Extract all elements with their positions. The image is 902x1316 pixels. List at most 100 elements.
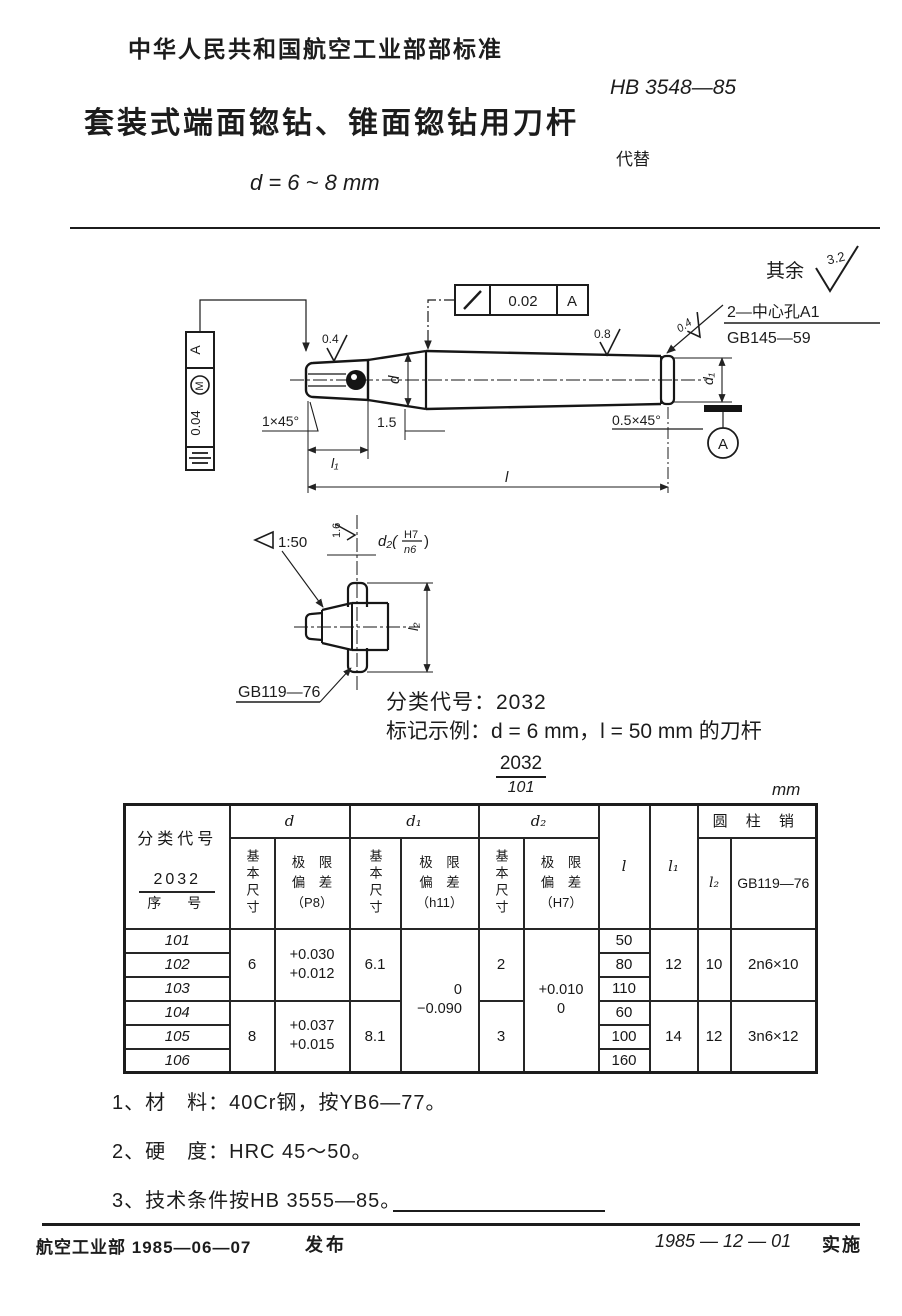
- roughness-marks: 0.4 0.8 0.4: [322, 312, 701, 363]
- header-d2-basic: 基本尺寸: [477, 836, 525, 930]
- d2-fit-suffix: ): [424, 533, 429, 550]
- cell-l1: 12: [648, 927, 699, 1002]
- cell-serial: 101: [123, 927, 231, 954]
- cell-serial: 104: [123, 999, 231, 1026]
- d2-fit-prefix: d₂(: [378, 533, 399, 550]
- cell-l2: 12: [696, 999, 732, 1074]
- class-code-line: 分类代号：2032: [386, 691, 547, 714]
- cell-d: 8: [228, 999, 276, 1074]
- cell-d-dev: +0.037 +0.015: [273, 999, 351, 1074]
- footer-rule: [42, 1223, 860, 1226]
- marking-designation: 2032 101: [492, 753, 550, 797]
- sym-tol-datum: A: [187, 345, 203, 355]
- cell-d2: 2: [477, 927, 525, 1002]
- unit-label: mm: [772, 780, 801, 799]
- header-l2: l₂: [696, 836, 732, 930]
- marking-example-line: 标记示例：d = 6 mm，l = 50 mm 的刀杆: [386, 720, 762, 743]
- m-modifier: M: [194, 381, 206, 390]
- dim-l-label: l: [505, 469, 509, 486]
- cell-l: 110: [597, 975, 651, 1002]
- chamfer-right-label: 0.5×45°: [612, 412, 661, 428]
- replaces-label: 代替: [616, 150, 650, 169]
- taper-value: 1:50: [278, 534, 307, 551]
- header-l: l: [597, 803, 651, 930]
- pin-standard-label: GB119—76: [238, 684, 321, 701]
- table-row: 102 80: [123, 951, 817, 978]
- dim-d-label: d: [386, 375, 403, 384]
- header-pin-std: GB119—76: [729, 836, 818, 930]
- detail-annotations: 1:50 1.6 d₂( H7 n6 ) l₂ GB119—76: [236, 523, 433, 703]
- header-d1-limit: 极 限 偏 差 （h11）: [399, 836, 480, 930]
- header-rule: [70, 227, 880, 229]
- header-d1: d₁: [348, 803, 480, 839]
- taper-icon: [253, 530, 274, 550]
- header-d-limit: 极 限 偏 差 （P8）: [273, 836, 351, 930]
- cell-pin: 2n6×10: [729, 927, 818, 1002]
- page-title: 套装式端面锪钻、锥面锪钻用刀杆: [84, 107, 579, 140]
- center-hole-standard: GB145—59: [727, 330, 811, 347]
- cell-serial: 103: [123, 975, 231, 1002]
- roughness-body-value: 0.8: [594, 327, 611, 341]
- header-d: d: [228, 803, 351, 839]
- sym-tol-value: 0.04: [188, 410, 203, 435]
- table-row: 104 8 +0.037 +0.015 8.1 3 60 14 12 3n6×1…: [123, 999, 818, 1074]
- dim-1-5-label: 1.5: [377, 414, 397, 430]
- symmetry-icon: [189, 452, 211, 464]
- dim-l1-label: l₁: [331, 455, 339, 471]
- footer-issuer: 航空工业部: [36, 1238, 126, 1257]
- general-roughness-symbol: 其余 3.2: [766, 245, 859, 293]
- note-material: 1、材 料：40Cr钢，按YB6—77。: [112, 1092, 447, 1114]
- cell-l: 80: [597, 951, 651, 978]
- d2-fit-denominator: n6: [404, 544, 417, 556]
- cell-l: 50: [597, 927, 651, 954]
- class-code-number: 2032: [139, 871, 216, 893]
- standard-number: HB 3548—85: [610, 76, 737, 99]
- standard-authority: 中华人民共和国航空工业部部标准: [128, 36, 503, 62]
- cell-serial: 102: [123, 951, 231, 978]
- datum-target-bar: [704, 405, 742, 412]
- cell-pin: 3n6×12: [729, 999, 818, 1074]
- serial-label: 序 号: [147, 894, 208, 911]
- parallelism-datum: A: [567, 293, 577, 310]
- cell-d2-dev: +0.010 0: [522, 927, 600, 1074]
- d2-fit-numerator: H7: [404, 529, 418, 541]
- marking-denominator: 101: [507, 779, 535, 796]
- table-row: 106 160: [123, 1047, 817, 1074]
- cell-d2: 3: [477, 999, 525, 1074]
- center-hole-note: 2—中心孔A1: [727, 303, 820, 321]
- footer-issuer-line: 航空工业部 1985—06—07: [36, 1233, 251, 1258]
- detail-view: [294, 515, 420, 690]
- cell-l: 100: [597, 1023, 651, 1050]
- drive-pin: [346, 370, 366, 390]
- dimension-table: 分类代号 2032 序 号 d d₁ d₂ l l₁ 圆 柱 销 基本尺寸 极 …: [123, 803, 819, 1074]
- table-row: 101 6 +0.030 +0.012 6.1 0−0.090 2 +0.010…: [123, 927, 818, 1074]
- cell-serial: 105: [123, 1023, 231, 1050]
- header-l1: l₁: [648, 803, 699, 930]
- marking-numerator: 2032: [495, 753, 547, 778]
- parallelism-frame: 0.02 A: [424, 284, 589, 350]
- header-d2-limit: 极 限 偏 差 （H7）: [522, 836, 600, 930]
- cell-d: 6: [228, 927, 276, 1002]
- chamfer-left-label: 1×45°: [262, 413, 299, 429]
- cell-l: 160: [597, 1047, 651, 1074]
- header-d1-basic: 基本尺寸: [348, 836, 402, 930]
- others-label: 其余: [766, 260, 804, 282]
- cell-l1: 14: [648, 999, 699, 1074]
- symmetry-tolerance-frame: A 0.04 M: [185, 299, 310, 471]
- cell-serial: 106: [123, 1047, 231, 1074]
- cell-l: 60: [597, 999, 651, 1026]
- note-hardness: 2、硬 度：HRC 45～50。: [112, 1141, 373, 1163]
- cell-d1-dev: 0−0.090: [399, 927, 480, 1074]
- header-pin-group: 圆 柱 销: [696, 803, 818, 839]
- cell-d1: 8.1: [348, 999, 402, 1074]
- notes-block: 1、材 料：40Cr钢，按YB6—77。 2、硬 度：HRC 45～50。 3、…: [112, 1086, 447, 1213]
- notes-underline: [393, 1210, 605, 1212]
- parallelism-value: 0.02: [508, 293, 537, 310]
- class-title: 分类代号: [137, 830, 218, 848]
- table-row: 105 100: [123, 1023, 817, 1050]
- others-roughness-value: 3.2: [825, 249, 846, 268]
- footer-publish-label: 发布: [305, 1235, 347, 1255]
- header-d-basic: 基本尺寸: [228, 836, 276, 930]
- bore-roughness-value: 1.6: [331, 523, 343, 538]
